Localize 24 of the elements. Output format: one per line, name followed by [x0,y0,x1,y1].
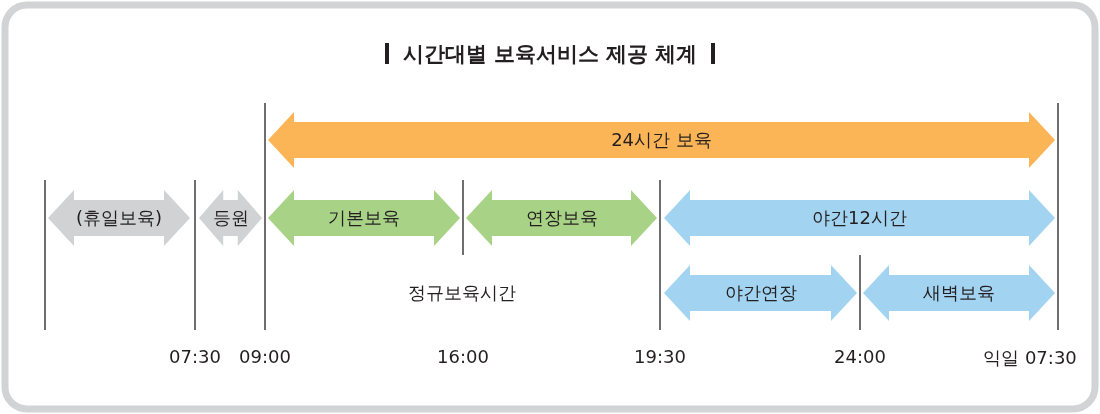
time-label: 09:00 [239,346,291,367]
time-span-band [863,265,1055,321]
title: 시간대별 보육서비스 제공 체계 [402,42,698,66]
time-span-band [466,190,657,246]
arrow-label: 기본보육 [328,207,400,228]
time-label: 16:00 [437,346,489,367]
time-span-band [268,190,460,246]
arrow-label: 24시간 보육 [611,129,712,150]
time-label: 익일 07:30 [983,346,1077,370]
arrow-label: 새벽보육 [923,282,995,303]
arrow-label: 연장보육 [525,207,598,228]
arrow-label: 야간12시간 [812,207,907,228]
time-span-band [268,112,1055,168]
time-label: 24:00 [834,346,886,367]
arrow-label: 야간연장 [724,282,797,303]
time-span-band [199,190,262,246]
time-span-band [664,265,857,321]
period-label: 정규보육시간 [408,281,516,305]
time-label: 19:30 [634,346,686,367]
arrow-label: 등원 [212,207,249,228]
time-label: 07:30 [169,346,221,367]
time-span-band [48,190,190,246]
arrow-label: (휴일보육) [75,207,162,228]
time-span-band [664,190,1055,246]
